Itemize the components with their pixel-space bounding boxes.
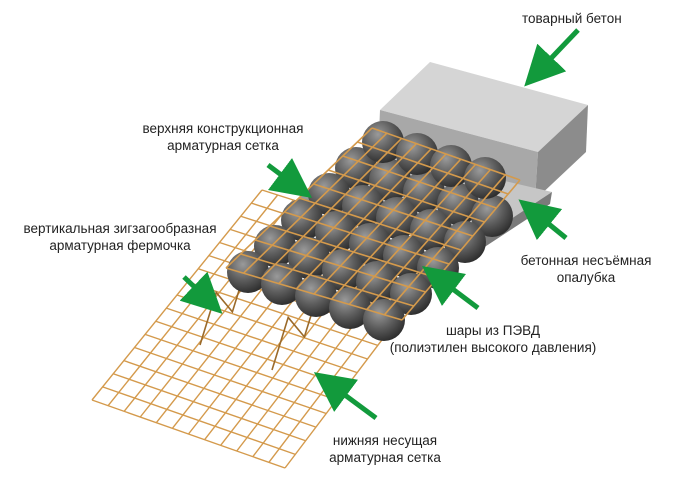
hdpe-ball (390, 273, 432, 315)
label-permanent-formwork-line-2: опалубка (556, 270, 616, 285)
arrow-ready-mix-concrete (524, 28, 580, 87)
arrows (179, 28, 580, 421)
arrow-lower-mesh (313, 372, 378, 421)
hdpe-balls (227, 121, 513, 341)
label-permanent-formwork: бетонная несъёмная опалубка (498, 252, 674, 286)
upper-mesh-bar (254, 239, 426, 293)
label-lower-mesh-line-1: нижняя несущая (332, 433, 438, 448)
upper-mesh-bar (313, 183, 474, 237)
label-permanent-formwork-line-1: бетонная несъёмная (520, 253, 652, 268)
label-zigzag-truss-line-1: вертикальная зигзагообразная (23, 221, 217, 236)
lower-mesh-bar (91, 399, 286, 469)
hdpe-ball (430, 145, 472, 187)
label-hdpe-balls-line-2: (полиэтилен высокого давления) (389, 340, 597, 355)
lower-mesh-bar (155, 320, 348, 387)
hdpe-ball (362, 121, 404, 163)
label-zigzag-truss-line-2: арматурная фермочка (49, 238, 191, 253)
label-lower-mesh: нижняя несущая арматурная сетка (310, 432, 460, 466)
lower-mesh-bar (134, 346, 327, 415)
hdpe-ball (329, 287, 371, 329)
label-upper-mesh: верхняя конструкционная арматурная сетка (118, 120, 328, 154)
hdpe-ball (396, 133, 438, 175)
upper-mesh-bar (357, 141, 509, 195)
upper-mesh-bar (284, 211, 450, 265)
hdpe-ball (288, 237, 330, 279)
label-hdpe-balls-line-1: шары из ПЭВД (445, 323, 541, 338)
hdpe-ball (342, 185, 384, 227)
hdpe-ball (295, 275, 337, 317)
hdpe-ball (383, 235, 425, 277)
label-ready-mix-concrete: товарный бетон (522, 10, 622, 27)
arrow-upper-mesh (266, 158, 312, 198)
label-ready-mix-concrete-text: товарный бетон (522, 11, 622, 26)
hdpe-ball (363, 299, 405, 341)
label-lower-mesh-line-2: арматурная сетка (329, 450, 441, 465)
lower-mesh-bar (102, 386, 296, 456)
lower-mesh-bar (113, 373, 306, 442)
label-upper-mesh-line-1: верхняя конструкционная (142, 121, 304, 136)
hdpe-ball (322, 249, 364, 291)
lower-mesh-bar (123, 359, 317, 428)
arrow-permanent-formwork (518, 199, 568, 241)
label-upper-mesh-line-2: арматурная сетка (167, 138, 279, 153)
hdpe-ball (403, 171, 445, 213)
lower-mesh-bar (144, 333, 337, 401)
concrete-side-face (535, 105, 588, 200)
arrow-hdpe-balls (422, 266, 480, 310)
lower-mesh-bar (166, 307, 358, 374)
label-hdpe-balls: шары из ПЭВД (полиэтилен высокого давлен… (366, 322, 620, 356)
upper-mesh-bar (327, 169, 485, 223)
label-zigzag-truss: вертикальная зигзагообразная арматурная … (4, 220, 236, 254)
upper-mesh-bar (225, 267, 403, 321)
arrow-zigzag-truss (179, 271, 223, 314)
hdpe-ball (444, 221, 486, 263)
upper-mesh-bar (342, 155, 497, 209)
upper-mesh-bar (298, 197, 462, 251)
upper-rebar-mesh (225, 127, 521, 321)
hdpe-ball (369, 159, 411, 201)
upper-mesh-bar (269, 225, 438, 279)
upper-mesh-bar (240, 253, 415, 307)
hdpe-ball (227, 251, 269, 293)
hdpe-ball (281, 199, 323, 241)
concrete-top-face (380, 62, 588, 152)
upper-mesh-bar (371, 127, 521, 181)
